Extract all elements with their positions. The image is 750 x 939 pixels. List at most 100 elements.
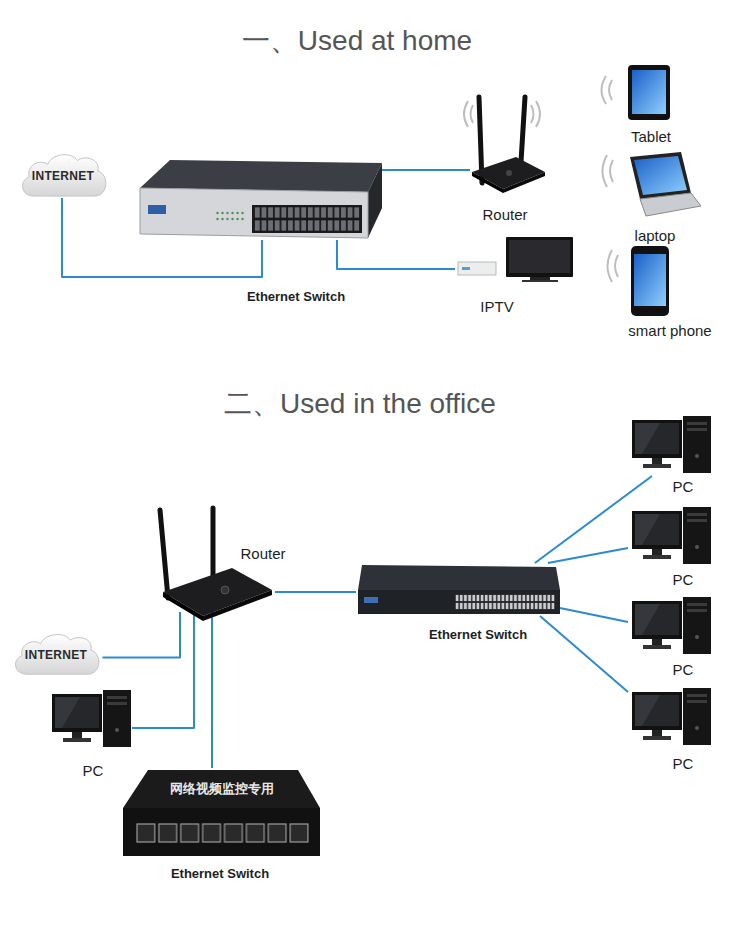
router-illustration [464,97,545,193]
device-label: PC [83,762,104,780]
device-label: PC [673,755,694,773]
device-label: PC [673,571,694,589]
wireless-router: Router [470,92,546,194]
wifi-wave [471,105,474,123]
laptop-illustration [603,152,702,216]
switch-top [358,565,560,590]
pc-computer: PC [50,688,132,750]
switch-top [140,160,382,192]
pc-computer: PC [628,595,714,657]
switch-top [123,770,320,808]
network-cable [540,616,628,692]
tv-frame [506,237,573,277]
wifi-wave [536,101,540,127]
network-cable [548,548,628,563]
tv-base [522,280,558,282]
port-block [252,205,362,233]
device-label: PC [673,478,694,496]
section-heading: 二、Used in the office [224,387,496,421]
laptop-screen [634,156,687,195]
router-button [221,586,229,594]
ethernet-switch: Ethernet Switch [140,158,382,240]
device-marking: 网络视频监控专用 [170,781,274,797]
box-light [462,267,470,270]
pc-illustration [632,597,711,654]
pc-illustration [52,690,131,747]
switch-front [123,808,320,856]
device-label: IPTV [480,298,513,316]
pc-illustration [632,507,711,564]
tablet-screen [632,70,666,114]
tablet-illustration [602,65,671,120]
iptv-set: IPTV [455,234,575,286]
antenna [160,510,168,598]
pc-illustration [632,688,711,745]
laptop-base [640,193,701,216]
port-grid [254,206,360,232]
switch-front [358,590,560,614]
port-grid [455,594,555,610]
network-cable [103,612,180,658]
switch-side [368,163,382,238]
cloud-shape [22,155,105,196]
device-label: Router [482,206,527,224]
wireless-router: Router [155,503,275,612]
laptop-lid [630,152,691,199]
tablet-body [628,65,670,120]
set-top-box [458,262,496,275]
switch-front [140,188,368,238]
wifi-wave [608,250,613,282]
cloud-shape [15,635,98,675]
phone-screen [634,254,666,306]
tv-stand [530,277,550,280]
tv-screen [509,240,570,273]
device-label: Tablet [631,128,671,146]
ethernet-switch: Ethernet Switch [356,563,560,616]
network-cable [382,169,470,171]
internet-cloud: INTERNET [10,630,103,676]
ethernet-switch-illustration [123,770,320,856]
router-illustration [160,508,272,621]
section-heading: 一、Used at home [242,24,472,58]
laptop-device: laptop [624,150,704,220]
wifi-wave [609,80,612,100]
device-label: Router [240,545,285,563]
router-top [472,157,545,189]
tablet-device: Tablet [626,63,672,122]
router-button [506,170,512,176]
antenna [211,508,216,580]
led-row [215,210,245,222]
phone-body [631,246,669,316]
network-cable [560,608,628,622]
network-cable [211,612,213,768]
router-edge [472,172,503,193]
port-grid [135,822,310,844]
device-label: PC [673,661,694,679]
device-label: Ethernet Switch [171,866,269,882]
router-top [163,568,272,616]
wifi-wave [464,101,468,127]
pc-computer: PC [628,414,714,476]
device-label: laptop [635,227,676,245]
iptv-illustration [458,237,573,282]
smart-phone-illustration [608,246,670,316]
ethernet-switch-illustration [358,565,560,614]
ethernet-switch-illustration [140,160,382,238]
internet-cloud: INTERNET [17,150,110,198]
pc-computer: PC [628,686,714,748]
router-edge [203,590,272,621]
logo-mark [148,205,166,214]
smart-phone-device: smart phone [628,243,672,318]
network-cable [337,240,455,269]
device-label: Ethernet Switch [247,289,345,305]
cloud-label: INTERNET [32,170,94,184]
wifi-wave [610,160,613,182]
logo-mark [364,597,378,603]
wifi-wave [603,155,608,187]
pc-illustration [632,416,711,473]
cloud-label: INTERNET [25,649,87,663]
wifi-wave [531,105,534,123]
wifi-wave [602,76,607,104]
